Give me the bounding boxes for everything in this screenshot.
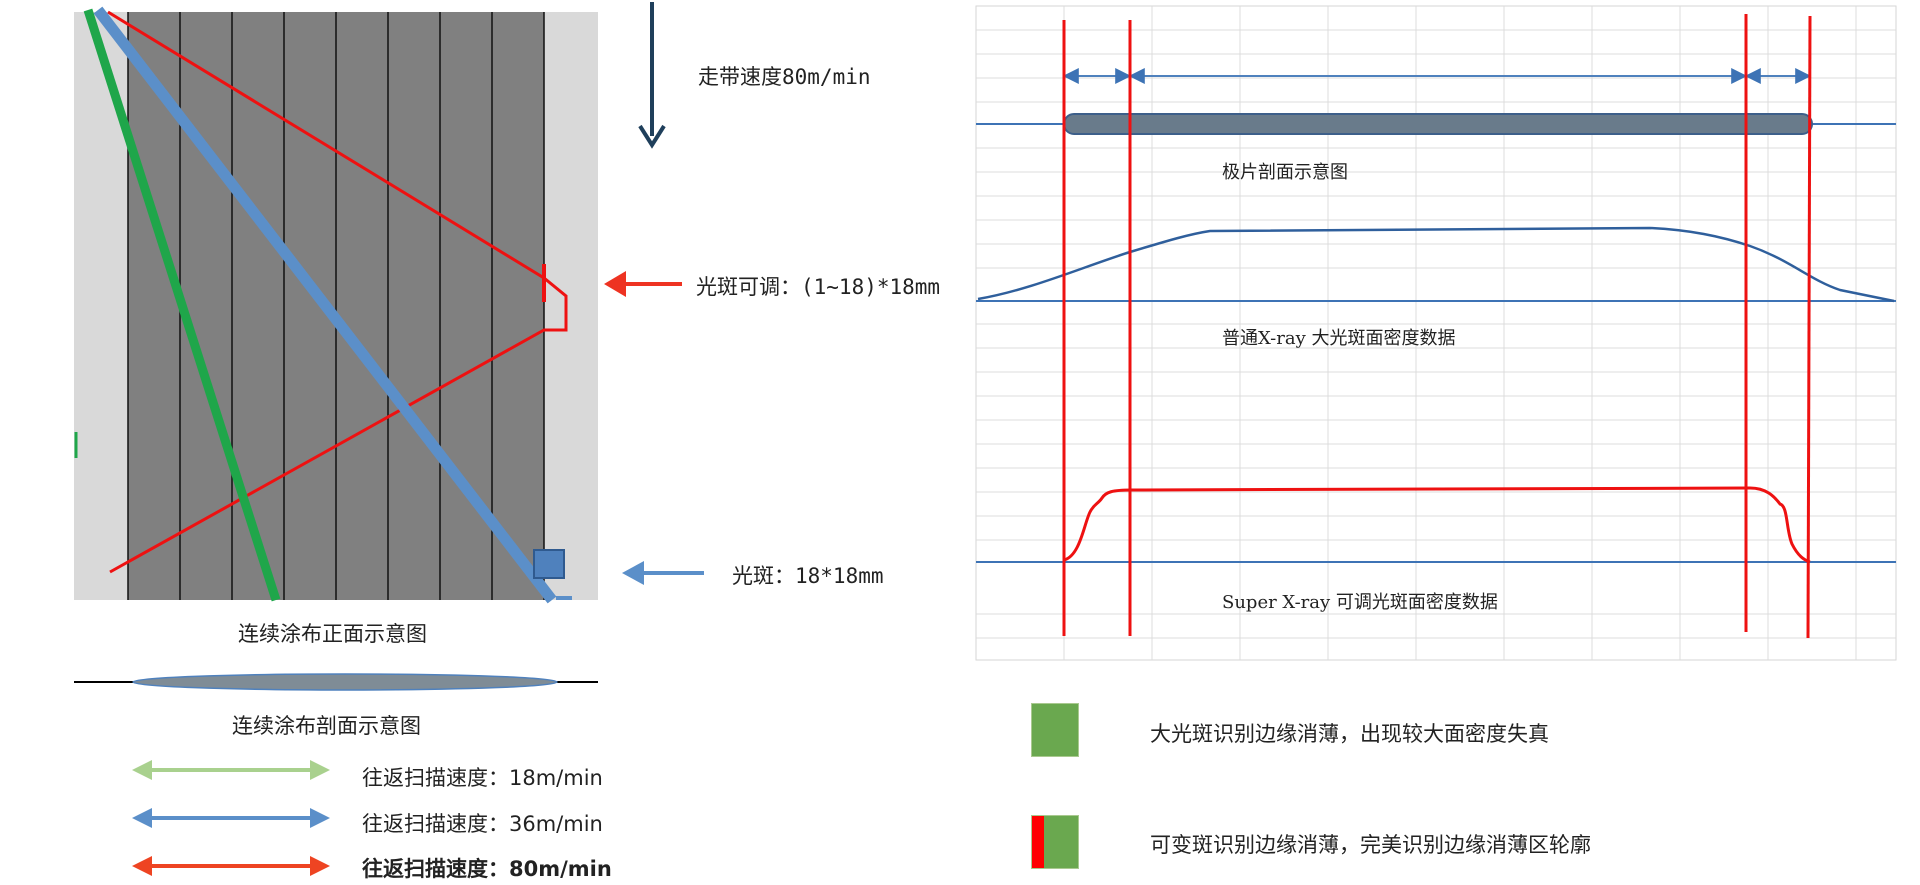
coating-front-view xyxy=(74,6,598,604)
density-chart xyxy=(975,5,1897,661)
super-xray-density-curve xyxy=(1063,486,1811,564)
xray-caption: 普通X-ray 大光斑面密度数据 xyxy=(1222,328,1456,349)
speed-label-36: 往返扫描速度：36m/min xyxy=(362,812,603,836)
section-view-caption: 连续涂布剖面示意图 xyxy=(232,714,421,738)
belt-speed-label: 走带速度80m/min xyxy=(698,65,871,89)
coating-cross-section xyxy=(74,673,598,691)
speed-legend-arrows xyxy=(132,760,330,876)
belt-direction-arrow xyxy=(638,2,666,149)
spot-label: 光斑：18*18mm xyxy=(732,564,884,588)
xray-density-curve xyxy=(977,226,1895,303)
spot-square xyxy=(533,549,565,579)
super-xray-caption: Super X-ray 可调光斑面密度数据 xyxy=(1222,592,1498,613)
legend-red-marker xyxy=(1032,816,1044,868)
scan-path-36 xyxy=(93,6,557,604)
spot-arrow xyxy=(622,561,704,585)
spot-adjustable-arrow xyxy=(604,271,682,297)
legend-label-variable-spot: 可变斑识别边缘消薄，完美识别边缘消薄区轮廓 xyxy=(1150,833,1591,857)
speed-label-18: 往返扫描速度：18m/min xyxy=(362,766,603,790)
scan-path-18 xyxy=(83,8,281,602)
legend-swatch-variable-spot xyxy=(1031,815,1079,869)
front-view-caption: 连续涂布正面示意图 xyxy=(238,622,427,646)
speed-label-80: 往返扫描速度：80m/min xyxy=(362,857,612,881)
scan-path-80 xyxy=(107,10,568,574)
legend-label-large-spot: 大光斑识别边缘消薄，出现较大面密度失真 xyxy=(1150,722,1549,746)
pole-piece-shape xyxy=(1063,113,1813,135)
legend-swatch-large-spot xyxy=(1031,703,1079,757)
spot-adjustable-label: 光斑可调：(1~18)*18mm xyxy=(696,275,941,299)
pole-piece-caption: 极片剖面示意图 xyxy=(1222,162,1348,183)
